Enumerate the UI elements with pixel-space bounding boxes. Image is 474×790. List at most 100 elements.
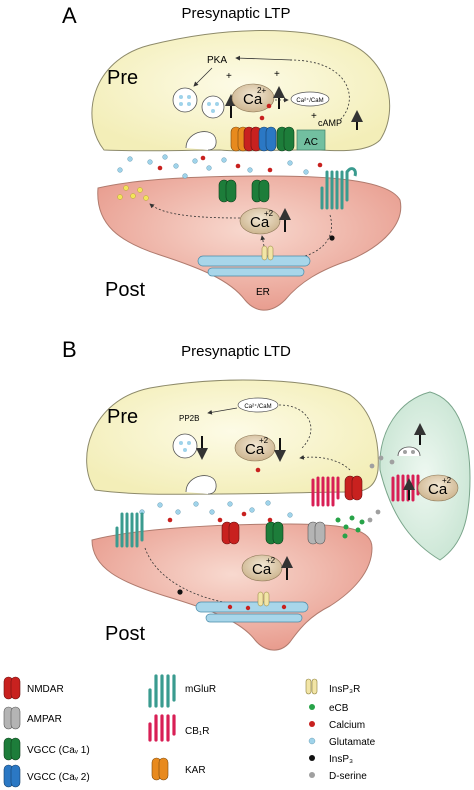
endoplasmic-reticulum [197,255,311,277]
signal-arrow [278,404,312,449]
er-label: ER [256,287,270,298]
panel-a-letter: A [62,3,77,28]
postsynaptic-spine [97,175,402,311]
legend-calcium: Calcium [329,720,365,731]
signal-arrow [289,59,350,121]
legend-calcium-swatch [309,721,315,727]
legend-insp3: InsP₃ [329,754,353,765]
legend-vgcc2: VGCC (Caᵥ 2) [27,772,90,783]
plus-sign: + [226,71,232,82]
fusing-vesicle [185,475,217,495]
pka-arrow [193,67,213,87]
plus-sign: + [274,69,280,80]
presynaptic-terminal [86,379,379,495]
legend-ecb-swatch [309,704,315,710]
legend-ampar: AMPAR [27,714,62,725]
calmodulin-complex: Ca²⁺/CaM [237,397,279,413]
vesicle [201,95,225,119]
svg-text:+2: +2 [442,476,452,485]
astrocyte [379,391,471,561]
nmdar-receptor [344,475,363,501]
panel-a-title: Presynaptic LTP [182,5,291,22]
glutamate-dots [139,500,293,518]
nmdar-receptor [221,521,240,545]
pre-label: Pre [107,67,138,89]
ampar-receptor [307,521,326,545]
legend-kar-swatch [151,757,169,781]
camp-label: cAMP [318,118,342,128]
calcium-dots [167,467,273,523]
svg-text:+2: +2 [259,436,269,445]
legend-insp3r: InsP₃R [329,684,360,695]
d-serine-dots [117,185,149,201]
pka-arrow [235,55,293,61]
ecb-dots [335,515,365,539]
svg-text:Ca²⁺/CaM: Ca²⁺/CaM [244,403,271,410]
legend-ampar-swatch [3,706,21,730]
legend-dserine: D-serine [329,771,367,782]
calmodulin-complex: Ca²⁺/CaM [290,91,330,107]
legend-glutamate: Glutamate [329,737,376,748]
panel-b-letter: B [62,337,77,362]
legend-cb1r: CB₁R [185,726,210,737]
vgcc1-channel [251,179,270,203]
legend-insp3r-swatch [305,678,318,695]
post-label: Post [105,623,145,645]
signal-arrow [299,455,351,471]
d-serine-dots [367,455,395,523]
legend-vgcc1-swatch [3,737,21,761]
legend-nmdar: NMDAR [27,684,64,695]
legend-insp3-swatch [309,755,315,761]
insp3r-channel [257,591,270,607]
calcium-pool-astro: Ca +2 [417,474,459,502]
svg-text:+2: +2 [266,556,276,565]
legend-vgcc2-swatch [3,764,21,788]
legend-dserine-swatch [309,772,315,778]
legend-nmdar-swatch [3,676,21,700]
cb1r-receptor [311,476,340,507]
signal-arrow [149,203,241,219]
legend-vgcc1: VGCC (Caᵥ 1) [27,745,90,756]
vgcc2-channel [258,126,277,152]
calcium-dots [157,103,323,173]
plus-sign: + [311,111,317,122]
svg-text:+2: +2 [264,209,274,218]
adenylyl-cyclase [296,129,326,151]
pka-label: PKA [207,55,227,66]
svg-text:2+: 2+ [257,86,266,95]
ac-label: AC [304,137,318,148]
legend-kar: KAR [185,765,206,776]
calcium-dots [227,604,287,611]
legend-ecb: eCB [329,703,349,714]
glutamate-dots [117,154,309,179]
signal-arrow [207,407,238,415]
calcium-pool-pre: Ca 2+ [231,83,275,113]
mglur-receptor [115,512,144,548]
legend-cb1r-swatch [148,714,176,742]
pp2b-label: PP2B [179,414,199,423]
svg-text:Ca: Ca [243,91,263,108]
panel-b-title: Presynaptic LTD [181,343,291,360]
post-label: Post [105,279,145,301]
vesicle [172,87,198,113]
calcium-pool-pre: Ca +2 [234,434,276,462]
vgcc1-channel [276,126,295,152]
nmdar-receptor [243,126,262,152]
insp3r-channel [261,245,274,261]
legend-mglur-swatch [148,674,176,708]
svg-text:Ca: Ca [250,214,270,231]
vgcc1-channel [218,179,237,203]
insp3-dot [177,589,183,595]
fusing-vesicle [185,131,217,151]
legend-mglur: mGluR [185,684,216,695]
mglur-receptor [320,167,357,210]
calcium-pool-post: Ca +2 [241,554,283,582]
svg-text:Ca²⁺/CaM: Ca²⁺/CaM [296,97,323,104]
calcium-pool-post: Ca +2 [239,207,281,235]
svg-text:Ca: Ca [245,441,265,458]
insp3-dot [329,235,335,241]
vesicle [172,433,198,459]
vgcc1-channel [265,521,284,545]
svg-text:Ca: Ca [428,481,448,498]
